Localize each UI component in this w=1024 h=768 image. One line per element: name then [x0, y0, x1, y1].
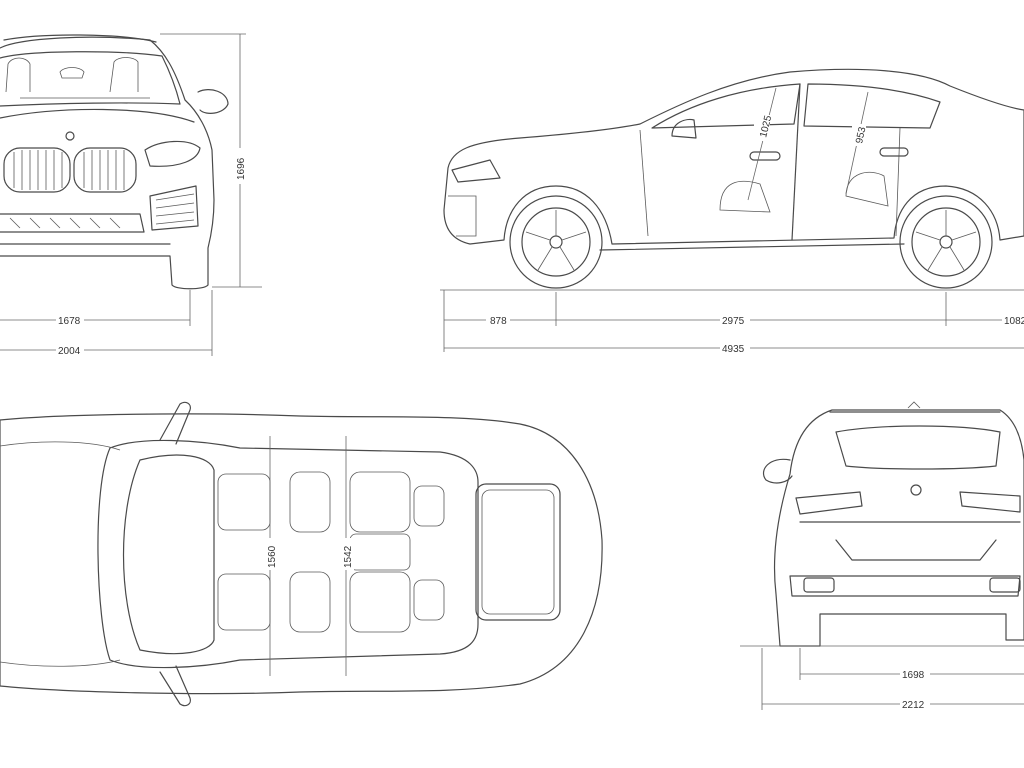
rear-width-label: 2212 — [902, 700, 925, 711]
front-grille-left — [3, 147, 71, 193]
rear-taillight-right — [959, 491, 1021, 513]
front-logo — [65, 131, 75, 141]
front-windshield — [0, 51, 181, 107]
rear-mirror — [762, 458, 793, 484]
side-wheelbase-label: 2975 — [722, 316, 745, 327]
front-air-intake — [149, 185, 199, 231]
side-front-headroom-label: 1025 — [758, 114, 774, 139]
side-rear-handle — [879, 147, 909, 157]
side-rear-overhang-label: 1082 — [1004, 316, 1024, 327]
rear-track-label: 1698 — [902, 670, 925, 681]
rear-view: 1698 2212 — [740, 401, 1024, 711]
rear-body-outline — [773, 409, 1024, 647]
rear-exhaust-right — [989, 577, 1021, 593]
top-left-mirror — [159, 401, 191, 445]
side-rear-headroom-label: 953 — [854, 126, 868, 145]
side-front-wheel — [509, 195, 603, 289]
rear-taillight-left — [795, 491, 863, 515]
side-rear-wheel — [899, 195, 993, 289]
side-body-outline — [443, 68, 1024, 245]
front-body-outline — [0, 36, 215, 290]
side-rear-window — [803, 83, 941, 129]
side-front-window — [651, 83, 801, 129]
front-grille-right — [73, 147, 137, 193]
side-front-handle — [749, 151, 781, 161]
side-mirror — [671, 118, 697, 139]
front-headlight — [144, 140, 201, 167]
front-width-label: 2004 — [58, 346, 81, 357]
top-seats — [217, 471, 445, 633]
top-front-shoulder-label: 1560 — [267, 545, 278, 568]
front-track-label: 1678 — [58, 316, 81, 327]
top-view: 1560 1542 — [0, 401, 603, 707]
side-view: 1025 953 878 2975 1082 — [440, 68, 1024, 355]
top-roof-outline — [97, 439, 479, 669]
top-right-mirror — [159, 665, 191, 707]
rear-window — [835, 425, 1001, 470]
front-view: 1696 1678 2004 — [0, 33, 262, 357]
top-rear-shoulder-label: 1542 — [343, 545, 354, 568]
front-height-label: 1696 — [236, 157, 247, 180]
side-front-overhang-label: 878 — [490, 316, 507, 327]
top-sunroof — [475, 483, 561, 621]
front-mirror — [197, 89, 229, 114]
rear-exhaust-left — [803, 577, 835, 593]
top-body-outline — [0, 413, 603, 695]
rear-logo — [910, 484, 922, 496]
side-length-label: 4935 — [722, 344, 745, 355]
